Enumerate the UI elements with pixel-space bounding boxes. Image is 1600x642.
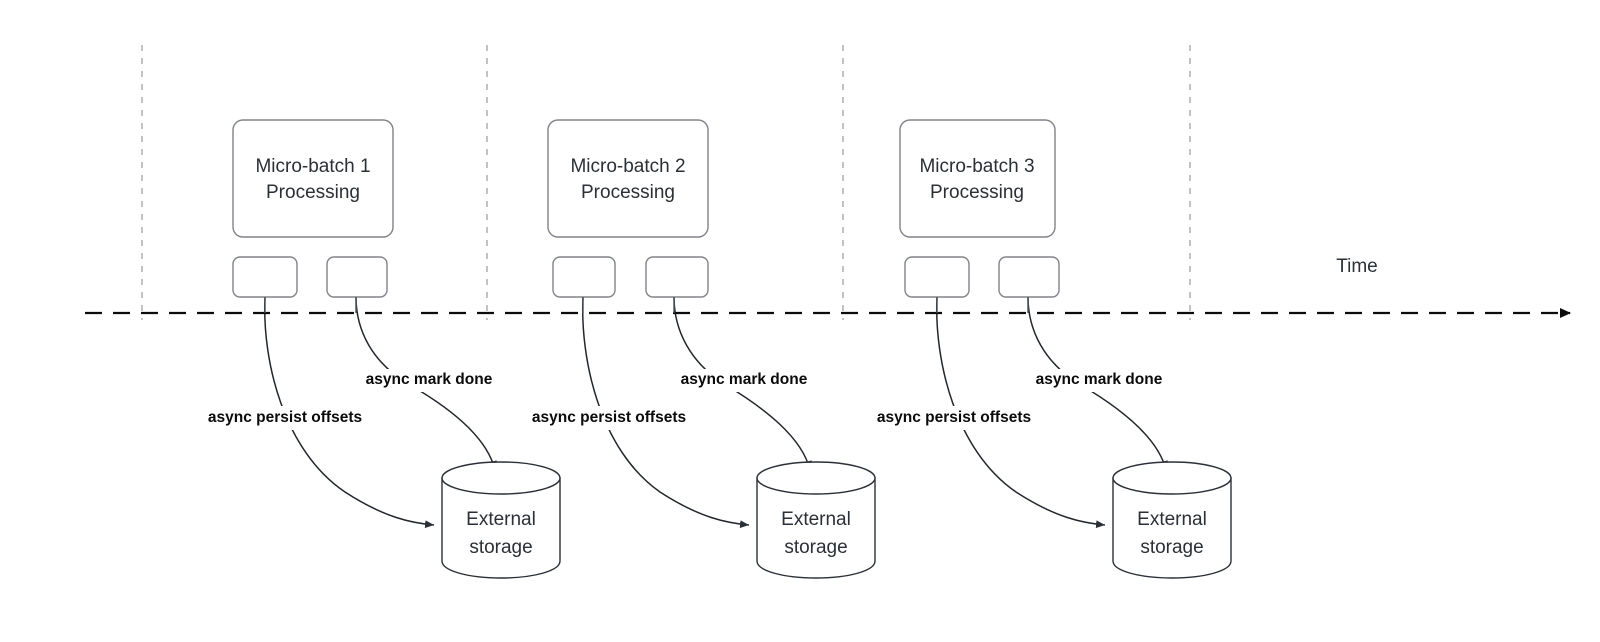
- batch-group-2: Micro-batch 2 Processing External storag…: [547, 119, 876, 579]
- external-storage-label-2-line2: storage: [784, 537, 847, 558]
- external-storage-label-3-line2: storage: [1140, 537, 1203, 558]
- task-box-2a[interactable]: [552, 256, 616, 298]
- external-storage-label-1-line2: storage: [469, 537, 532, 558]
- task-box-1a[interactable]: [232, 256, 298, 298]
- task-box-3a[interactable]: [904, 256, 970, 298]
- edge-label-persist-offsets-3: async persist offsets: [877, 409, 1031, 426]
- time-axis-label: Time: [1336, 256, 1378, 277]
- micro-batch-label-3-line2: Processing: [930, 182, 1024, 203]
- arrow-persist-offsets-1: [263, 296, 435, 529]
- external-storage-label-1-line1: External: [466, 509, 536, 530]
- micro-batch-label-2-line1: Micro-batch 2: [570, 156, 685, 177]
- external-storage-1[interactable]: External storage: [441, 461, 561, 579]
- external-storage-label-3-line1: External: [1137, 509, 1207, 530]
- external-storage-2[interactable]: External storage: [756, 461, 876, 579]
- micro-batch-box-2[interactable]: [547, 119, 709, 238]
- arrow-persist-offsets-2: [581, 296, 750, 529]
- label-bg-persist-3: [866, 406, 1046, 430]
- edge-label-persist-offsets-2: async persist offsets: [532, 409, 686, 426]
- label-bg-persist-1: [196, 406, 376, 430]
- micro-batch-label-2-line2: Processing: [581, 182, 675, 203]
- label-bg-mark-1: [360, 369, 500, 392]
- edge-label-persist-offsets-1: async persist offsets: [208, 409, 362, 426]
- task-box-3b[interactable]: [998, 256, 1060, 298]
- edge-label-mark-done-2: async mark done: [681, 371, 808, 388]
- edge-labels: async persist offsets async mark done as…: [196, 369, 1170, 430]
- micro-batch-box-1[interactable]: [232, 119, 394, 238]
- batch-group-3: Micro-batch 3 Processing External storag…: [899, 119, 1232, 579]
- task-box-2b[interactable]: [645, 256, 709, 298]
- label-bg-persist-2: [521, 406, 701, 430]
- external-storage-3[interactable]: External storage: [1112, 461, 1232, 579]
- micro-batch-label-1-line2: Processing: [266, 182, 360, 203]
- edge-label-mark-done-1: async mark done: [366, 371, 493, 388]
- edge-label-mark-done-3: async mark done: [1036, 371, 1163, 388]
- external-storage-label-2-line1: External: [781, 509, 851, 530]
- micro-batch-label-3-line1: Micro-batch 3: [919, 156, 1034, 177]
- task-box-1b[interactable]: [326, 256, 388, 298]
- label-bg-mark-2: [675, 369, 815, 392]
- arrow-persist-offsets-3: [935, 296, 1106, 529]
- micro-batch-box-3[interactable]: [899, 119, 1056, 238]
- label-bg-mark-3: [1030, 369, 1170, 392]
- batch-group-1: Micro-batch 1 Processing External storag…: [232, 119, 561, 579]
- micro-batch-label-1-line1: Micro-batch 1: [255, 156, 370, 177]
